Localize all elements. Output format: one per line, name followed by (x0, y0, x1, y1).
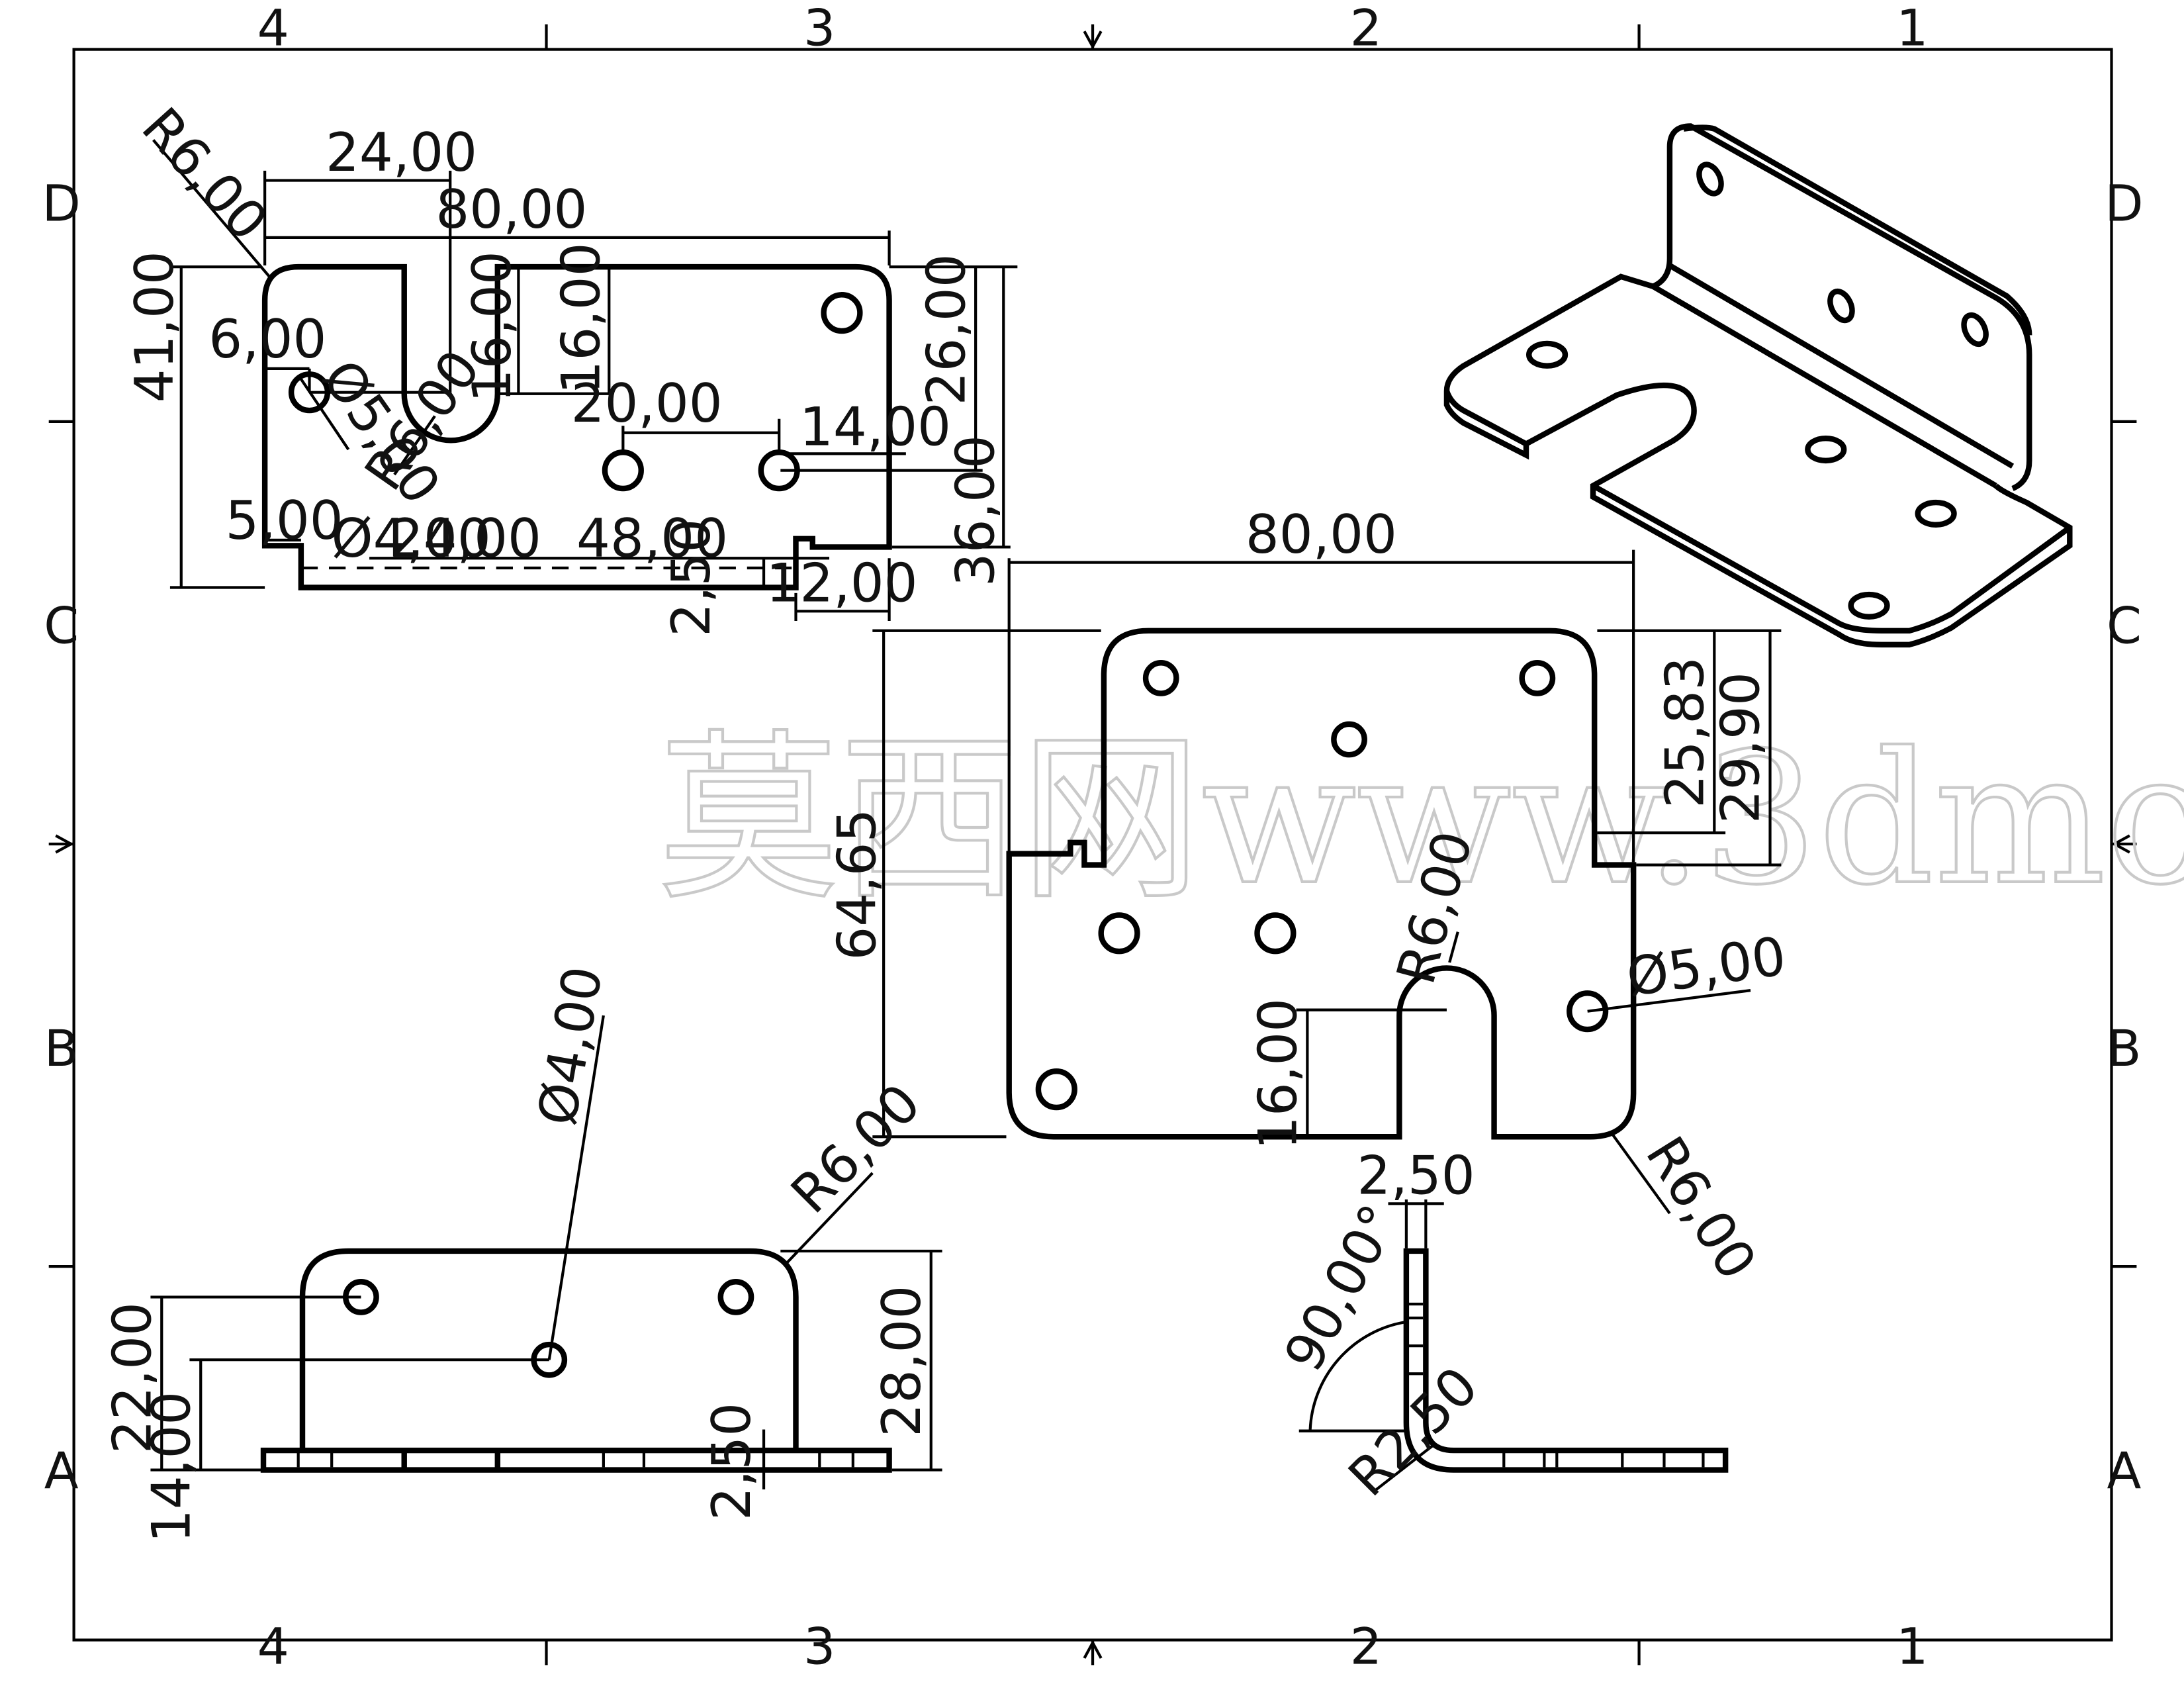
top-view: 24,00 80,00 R6,00 41,00 16,00 16,00 26,0… (124, 96, 1018, 637)
hole (602, 449, 644, 492)
side-dim-thickness: 2,50 (701, 1403, 762, 1521)
hole (1142, 660, 1179, 696)
dim-41: 41,00 (124, 251, 185, 402)
zone-col-bottom-3: 3 (803, 1617, 835, 1675)
dim-14: 14,00 (799, 397, 951, 458)
side-dim-22: 22,00 (101, 1302, 163, 1454)
front-dim-hole-5: Ø5,00 (1623, 925, 1790, 1009)
dim-thickness: 2,50 (660, 519, 722, 637)
dim-36: 36,00 (945, 435, 1007, 586)
iso-hole (1827, 288, 1855, 324)
iso-hole (1961, 312, 1989, 348)
front-dim-r-corner: R6,00 (1634, 1126, 1768, 1290)
zone-col-top-3: 3 (803, 0, 835, 57)
hole (821, 292, 863, 334)
profile-dim-thickness: 2,50 (1357, 1145, 1475, 1207)
zone-ticks (48, 24, 2137, 1665)
dim-r-corner: R6,00 (130, 96, 279, 252)
zone-row-right-d: D (2105, 175, 2143, 233)
zone-col-bottom-1: 1 (1896, 1617, 1928, 1675)
zone-row-left-d: D (42, 175, 80, 233)
iso-hole (1915, 499, 1957, 528)
side-dim-14: 14,00 (140, 1391, 202, 1543)
iso-hole (1805, 435, 1847, 464)
dim-16-b: 16,00 (551, 243, 612, 395)
dim-48: 48,00 (576, 508, 728, 569)
hole (717, 1279, 754, 1315)
dim-26: 26,00 (915, 254, 977, 405)
front-dim-64-65: 64,65 (827, 809, 888, 961)
zone-row-right-b: B (2107, 1019, 2141, 1078)
zone-col-bottom-2: 2 (1350, 1617, 1382, 1675)
iso-hole (1696, 162, 1724, 197)
zone-col-bottom-4: 4 (257, 1617, 289, 1675)
zone-col-top-4: 4 (257, 0, 289, 57)
dim-80: 80,00 (435, 179, 587, 240)
front-dim-25-83: 25,83 (1654, 657, 1715, 808)
hole (1567, 990, 1609, 1033)
iso-hole (1848, 591, 1890, 620)
watermark: 莫西网www.3dmox.com (658, 714, 2184, 925)
front-dim-29-90: 29,90 (1710, 672, 1772, 823)
isometric-view (1443, 123, 2073, 648)
zone-col-top-2: 2 (1350, 0, 1382, 57)
dim-12: 12,00 (766, 553, 917, 614)
front-dim-80: 80,00 (1246, 504, 1397, 565)
dim-20: 20,00 (571, 373, 723, 434)
hole (1519, 660, 1556, 696)
front-dim-16: 16,00 (1248, 998, 1309, 1150)
profile-view: 2,50 90,00° R2,50 (1273, 1145, 1729, 1508)
zone-row-right-c: C (2107, 597, 2142, 655)
dim-6: 6,00 (208, 308, 326, 370)
side-dim-28: 28,00 (871, 1286, 933, 1437)
dim-24-b: 24,00 (390, 508, 541, 569)
dim-5: 5,00 (226, 490, 343, 551)
hole (1035, 1068, 1077, 1111)
profile-dim-angle: 90,00° (1273, 1195, 1410, 1381)
zone-row-right-a: A (2107, 1442, 2142, 1500)
dim-24: 24,00 (326, 122, 477, 183)
hole (1254, 912, 1297, 955)
side-dim-r-corner: R6,00 (780, 1072, 933, 1225)
iso-hole (1525, 340, 1569, 369)
side-dim-hole-4: Ø4,00 (526, 962, 614, 1130)
dim-16-a: 16,00 (461, 251, 523, 402)
zone-row-left-b: B (44, 1019, 79, 1078)
hole (1098, 912, 1140, 955)
hole (1331, 721, 1367, 758)
zone-row-left-c: C (44, 597, 79, 655)
side-view: Ø4,00 R6,00 22,00 14,00 28,00 2,50 (101, 962, 942, 1543)
dim-hole-4: Ø4,00 (332, 508, 491, 569)
zone-col-top-1: 1 (1896, 0, 1928, 57)
zone-row-left-a: A (44, 1442, 79, 1500)
